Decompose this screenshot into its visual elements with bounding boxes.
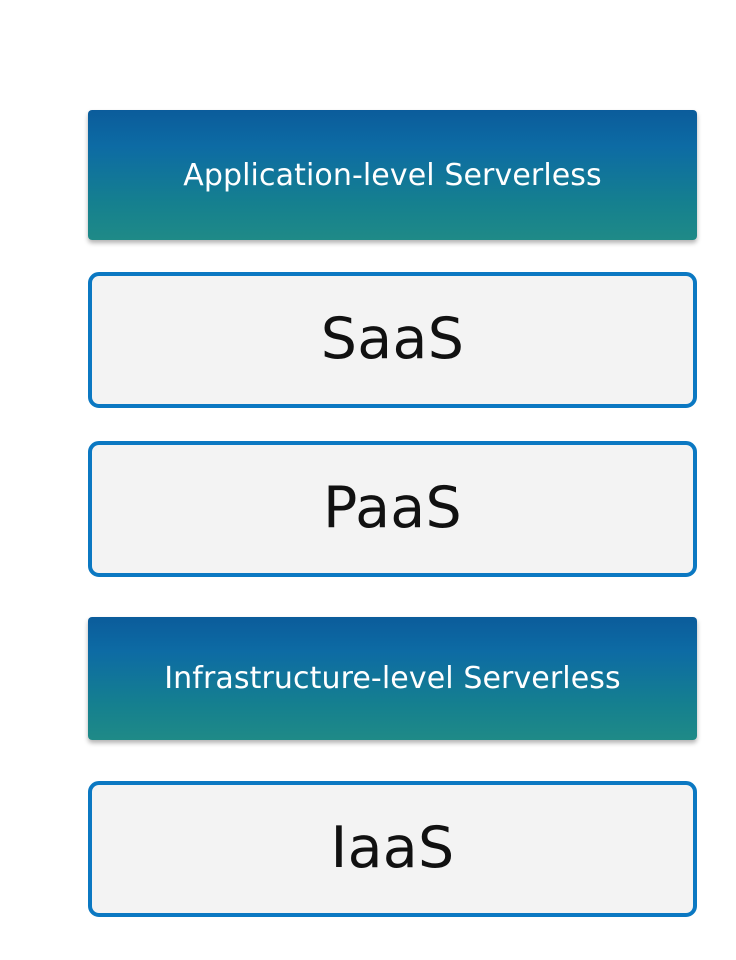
layer-paas: PaaS [88,441,697,577]
layer-label-iaas: IaaS [330,815,455,882]
layer-label-application-level-serverless: Application-level Serverless [183,157,602,193]
layer-iaas: IaaS [88,781,697,917]
layer-label-infrastructure-level-serverless: Infrastructure-level Serverless [164,661,621,696]
layered-stack-diagram: Application-level Serverless SaaS PaaS I… [88,0,697,960]
layer-application-level-serverless: Application-level Serverless [88,110,697,240]
layer-saas: SaaS [88,272,697,408]
layer-infrastructure-level-serverless: Infrastructure-level Serverless [88,617,697,740]
layer-label-paas: PaaS [322,475,463,542]
layer-label-saas: SaaS [320,306,465,373]
